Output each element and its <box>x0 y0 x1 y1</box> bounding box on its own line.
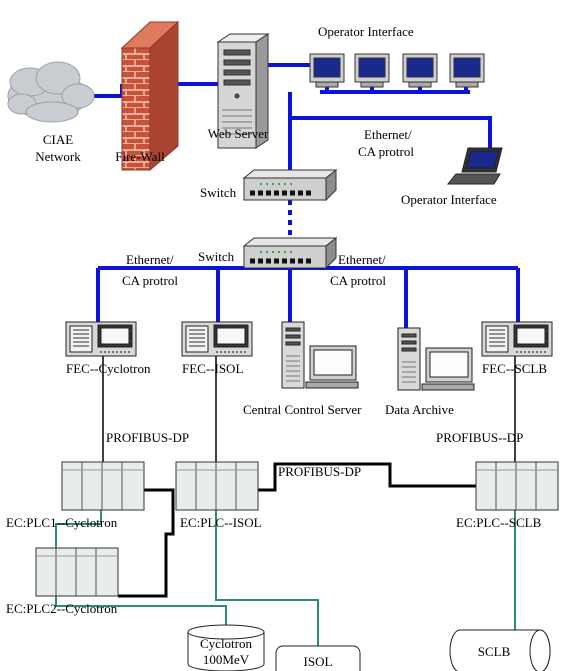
ethernet-left-label-1: Ethernet/ <box>126 252 174 267</box>
profibus-links <box>102 356 516 598</box>
central-control-server-icon <box>281 321 359 389</box>
plc1-cyclotron-label: EC:PLC1--Cyclotron <box>6 515 118 530</box>
ethernet-left-label-2: CA protrol <box>122 273 178 288</box>
plc2-cyclotron-label: EC:PLC2--Cyclotron <box>6 601 118 616</box>
fec-isol-label: FEC--ISOL <box>182 361 243 376</box>
operator-interface-right-label: Operator Interface <box>401 192 497 207</box>
cyclotron-label-1: Cyclotron <box>200 636 252 651</box>
labels: Operator Interface CIAE Network Fire-Wal… <box>6 24 547 669</box>
fec-sclb-icon <box>481 321 553 357</box>
ethernet-top-label-2: CA protrol <box>358 144 414 159</box>
sclb-label: SCLB <box>478 644 511 659</box>
firewall-icon <box>120 20 180 172</box>
operator-interface-top-label: Operator Interface <box>318 24 414 39</box>
plc-sclb-label: EC:PLC--SCLB <box>456 515 542 530</box>
top-ethernet-bus <box>288 92 492 150</box>
fec-cyclotron-label: FEC--Cyclotron <box>66 361 151 376</box>
upper-switch-icon <box>242 168 338 202</box>
isol-box <box>275 645 361 671</box>
data-archive-label: Data Archive <box>385 402 454 417</box>
profibus-isol-sclb <box>258 462 476 492</box>
central-control-server-label: Central Control Server <box>243 402 362 417</box>
fieldbus-links <box>55 510 516 646</box>
plc-sclb-icon <box>475 461 559 511</box>
web-server-icon <box>216 33 270 149</box>
operator-monitor-3-icon <box>402 53 438 88</box>
ethernet-top-label-1: Ethernet/ <box>364 127 412 142</box>
isol-label: ISOL <box>304 654 333 669</box>
profibus-right-label: PROFIBUS--DP <box>436 430 523 445</box>
sclb-cylinder-icon <box>449 629 551 671</box>
switch-1-label: Switch <box>200 185 237 200</box>
operator-monitor-1-icon <box>309 53 345 88</box>
ciae-network-label-1: CIAE <box>43 132 73 147</box>
operator-laptop-icon <box>446 147 503 185</box>
profibus-middle-label: PROFIBUS-DP <box>278 464 361 479</box>
switch-2-label: Switch <box>198 249 235 264</box>
plc2-cyclotron-icon <box>35 547 119 597</box>
firewall-label: Fire-Wall <box>115 149 165 164</box>
operator-monitor-4-icon <box>449 53 485 88</box>
ethernet-right-label-1: Ethernet/ <box>338 252 386 267</box>
plc-isol-icon <box>175 461 259 511</box>
lower-switch-icon <box>242 236 338 270</box>
operator-monitor-2-icon <box>354 53 390 88</box>
ciae-network-label-2: Network <box>35 149 81 164</box>
data-archive-icon <box>397 327 475 391</box>
cyclotron-cylinder-icon <box>187 624 265 671</box>
fec-cyclotron-icon <box>65 321 137 357</box>
ciae-network-cloud-icon <box>7 61 95 123</box>
fec-isol-icon <box>181 321 253 357</box>
plc1-cyclotron-icon <box>61 461 145 511</box>
cyclotron-label-2: 100MeV <box>203 652 250 667</box>
profibus-main-bus <box>118 488 175 598</box>
web-server-label: Web Server <box>208 126 269 141</box>
plc-isol-label: EC:PLC--ISOL <box>180 515 262 530</box>
ethernet-right-label-2: CA protrol <box>330 273 386 288</box>
profibus-left-label: PROFIBUS-DP <box>106 430 189 445</box>
fec-sclb-label: FEC--SCLB <box>482 361 547 376</box>
fieldbus-isol <box>215 510 319 646</box>
